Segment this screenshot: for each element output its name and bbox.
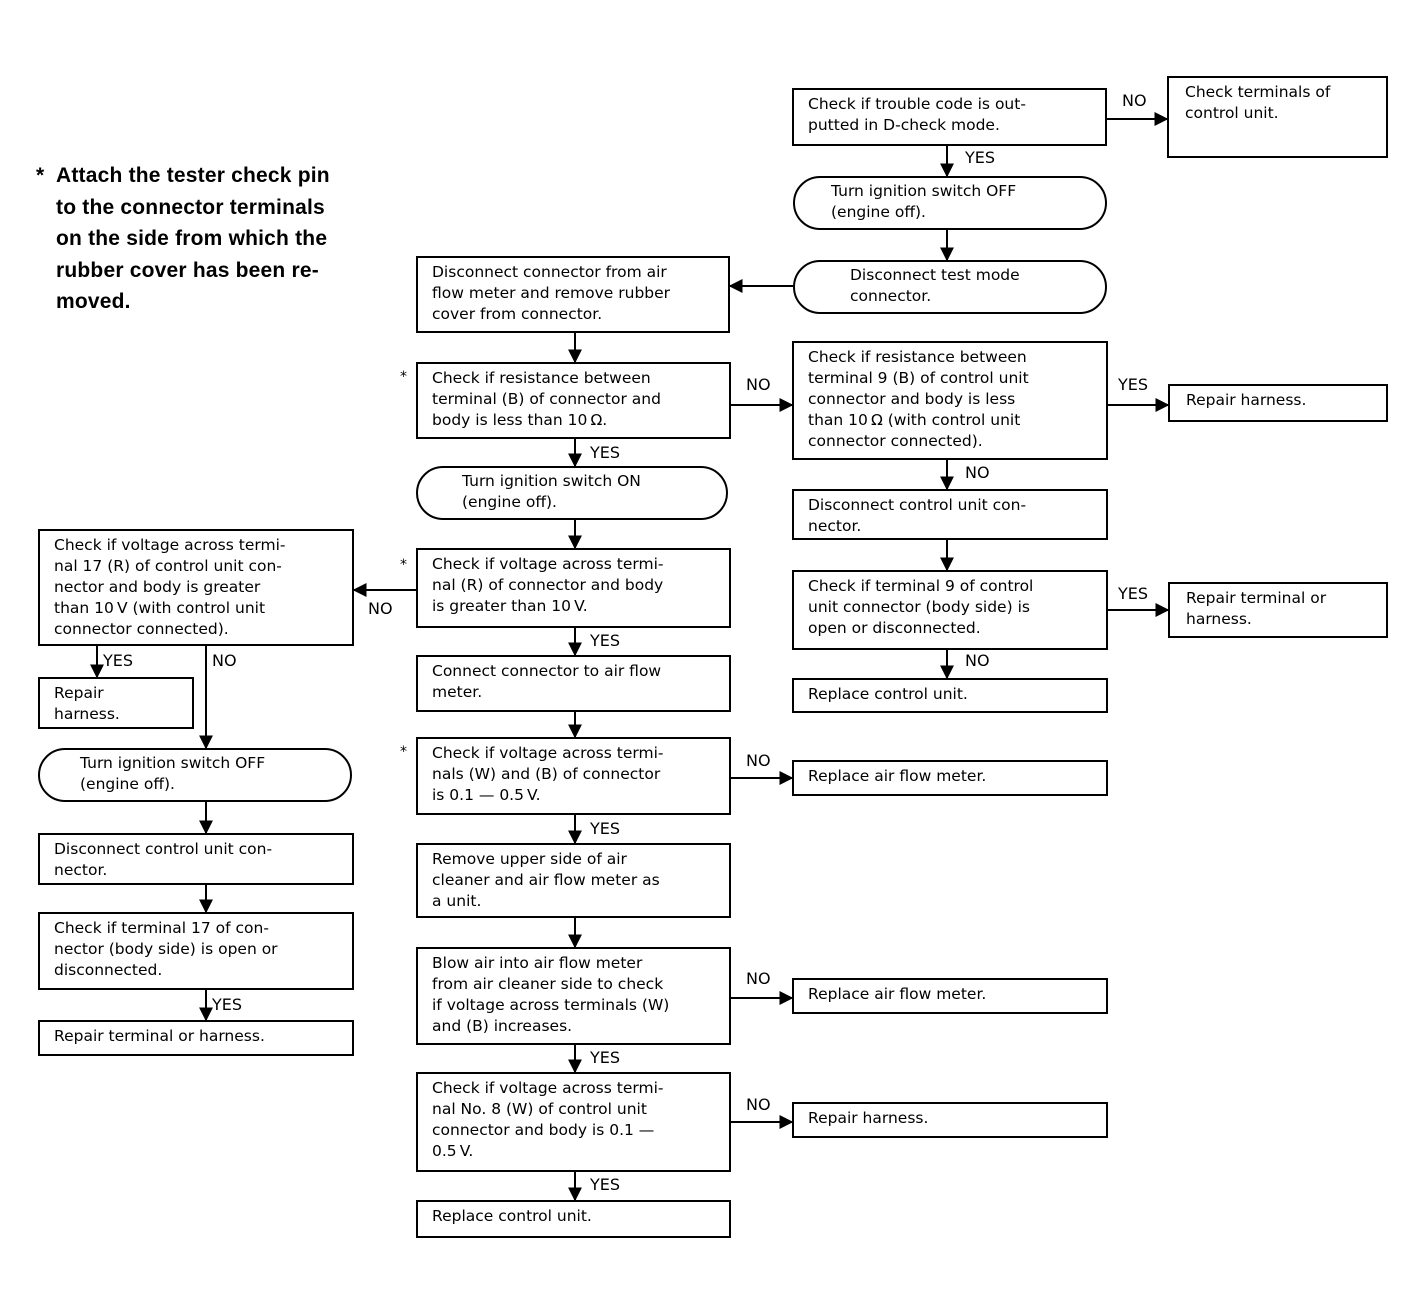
asterisk-marker: * xyxy=(400,557,407,573)
step-t9-open: Check if terminal 9 of control unit conn… xyxy=(792,570,1108,650)
step-remove-cleaner: Remove upper side of air cleaner and air… xyxy=(416,843,731,918)
step-repair-harness-1: Repair harness. xyxy=(1168,384,1388,422)
step-replace-cu-2: Replace control unit. xyxy=(416,1200,731,1238)
step-res-t9: Check if resistance between terminal 9 (… xyxy=(792,341,1108,460)
step-res-b: Check if resistance between terminal (B)… xyxy=(416,362,731,439)
label-no: NO xyxy=(368,599,393,618)
asterisk-marker: * xyxy=(400,744,407,760)
step-repair-term-1: Repair terminal or harness. xyxy=(1168,582,1388,638)
label-yes: YES xyxy=(590,443,621,462)
step-blow-air: Blow air into air flow meter from air cl… xyxy=(416,947,731,1045)
step-ign-off-2: Turn ignition switch OFF (engine off). xyxy=(38,748,352,802)
label-no: NO xyxy=(965,463,990,482)
label-no: NO xyxy=(965,651,990,670)
step-repair-harness-3: Repair harness. xyxy=(792,1102,1108,1138)
label-no: NO xyxy=(746,1095,771,1114)
step-volt-no8: Check if voltage across termi- nal No. 8… xyxy=(416,1072,731,1172)
step-replace-afm-2: Replace air flow meter. xyxy=(792,978,1108,1014)
step-replace-afm-1: Replace air flow meter. xyxy=(792,760,1108,796)
step-disconnect-test: Disconnect test mode connector. xyxy=(793,260,1107,314)
label-yes: YES xyxy=(1118,584,1149,603)
step-volt-t17: Check if voltage across termi- nal 17 (R… xyxy=(38,529,354,646)
step-check-terminals: Check terminals of control unit. xyxy=(1167,76,1388,158)
step-repair-harness-2: Repair harness. xyxy=(38,677,194,729)
note-asterisk: * xyxy=(36,164,45,187)
step-trouble-code: Check if trouble code is out- putted in … xyxy=(792,88,1107,146)
asterisk-marker: * xyxy=(400,369,407,385)
label-yes: YES xyxy=(590,819,621,838)
label-no: NO xyxy=(746,969,771,988)
step-volt-r: Check if voltage across termi- nal (R) o… xyxy=(416,548,731,628)
note-text: Attach the tester check pin to the conne… xyxy=(56,164,330,313)
label-yes: YES xyxy=(590,631,621,650)
label-no: NO xyxy=(746,751,771,770)
label-yes: YES xyxy=(103,651,134,670)
step-replace-cu-1: Replace control unit. xyxy=(792,678,1108,713)
step-volt-wb: Check if voltage across termi- nals (W) … xyxy=(416,737,731,815)
label-yes: YES xyxy=(590,1175,621,1194)
label-no: NO xyxy=(1122,91,1147,110)
label-yes: YES xyxy=(590,1048,621,1067)
step-t17-open: Check if terminal 17 of con- nector (bod… xyxy=(38,912,354,990)
label-yes: YES xyxy=(212,995,243,1014)
label-no: NO xyxy=(212,651,237,670)
tester-note: * Attach the tester check pin to the con… xyxy=(36,160,356,318)
step-repair-term-2: Repair terminal or harness. xyxy=(38,1020,354,1056)
label-yes: YES xyxy=(965,148,996,167)
step-disc-cu-1: Disconnect control unit con- nector. xyxy=(792,489,1108,540)
step-disconnect-afm: Disconnect connector from air flow meter… xyxy=(416,256,730,333)
step-ign-on: Turn ignition switch ON (engine off). xyxy=(416,466,728,520)
step-disc-cu-2: Disconnect control unit con- nector. xyxy=(38,833,354,885)
label-yes: YES xyxy=(1118,375,1149,394)
step-ign-off-1: Turn ignition switch OFF (engine off). xyxy=(793,176,1107,230)
step-connect-afm: Connect connector to air flow meter. xyxy=(416,655,731,712)
label-no: NO xyxy=(746,375,771,394)
